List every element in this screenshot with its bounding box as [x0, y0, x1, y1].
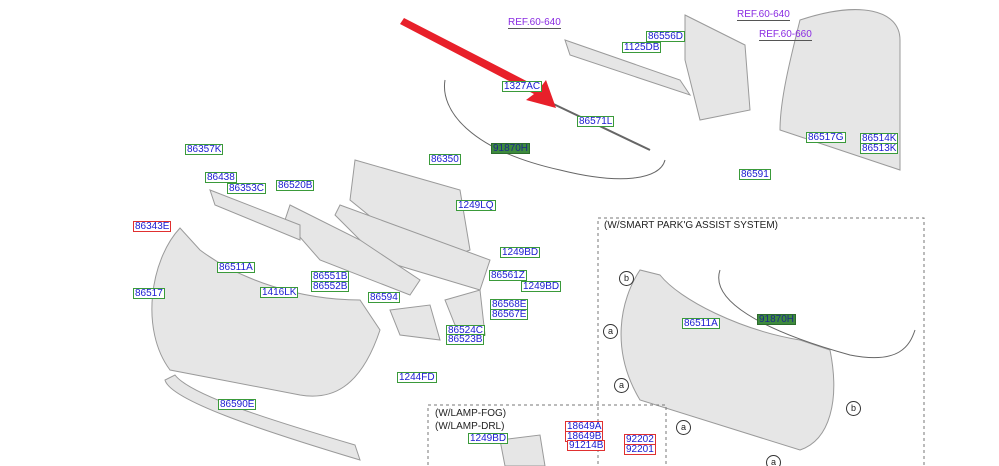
part-label-86561Z[interactable]: 86561Z — [489, 270, 527, 281]
part-label-86350[interactable]: 86350 — [429, 154, 461, 165]
part-label-86520B[interactable]: 86520B — [276, 180, 315, 191]
part-label-86357K[interactable]: 86357K — [185, 144, 224, 155]
part-label-86571L[interactable]: 86571L — [577, 116, 615, 127]
callout-a: a — [603, 324, 618, 339]
part-label-91870H-2[interactable]: 91870H — [757, 314, 797, 325]
part-label-1249LQ[interactable]: 1249LQ — [456, 200, 496, 211]
lamp-fog-note: (W/LAMP-FOG) — [435, 408, 507, 419]
part-label-86343E[interactable]: 86343E — [133, 221, 172, 232]
part-label-86594[interactable]: 86594 — [368, 292, 400, 303]
part-label-86438[interactable]: 86438 — [205, 172, 237, 183]
lower-grille — [334, 204, 491, 291]
part-label-1244FD[interactable]: 1244FD — [397, 372, 437, 383]
ref-60-640-link-2[interactable]: REF.60-640 — [737, 9, 790, 21]
part-label-86513K[interactable]: 86513K — [860, 143, 899, 154]
callout-b: b — [619, 271, 634, 286]
callout-a-2: a — [614, 378, 629, 393]
lamp-drl-note: (W/LAMP-DRL) — [435, 421, 505, 432]
carrier — [684, 14, 751, 121]
part-label-1327AC[interactable]: 1327AC — [502, 81, 543, 92]
part-label-86517[interactable]: 86517 — [133, 288, 165, 299]
part-label-92201[interactable]: 92201 — [624, 444, 656, 455]
bumper-right — [620, 269, 835, 451]
part-label-1249BD[interactable]: 1249BD — [500, 247, 541, 258]
callout-b-2: b — [846, 401, 861, 416]
part-label-91214B[interactable]: 91214B — [567, 440, 606, 451]
ref-60-660-link[interactable]: REF.60-660 — [759, 29, 812, 41]
part-label-86353C[interactable]: 86353C — [227, 183, 267, 194]
part-label-86556D[interactable]: 86556D — [646, 31, 686, 42]
smart-park-assist-note: (W/SMART PARK'G ASSIST SYSTEM) — [604, 220, 778, 231]
fog-lamp — [499, 434, 546, 466]
part-label-1416LK[interactable]: 1416LK — [260, 287, 299, 298]
part-label-86511A[interactable]: 86511A — [217, 262, 255, 273]
part-label-1249BD-3[interactable]: 1249BD — [468, 433, 509, 444]
part-label-1125DB[interactable]: 1125DB — [622, 42, 662, 53]
lower-lip — [164, 374, 361, 461]
fog-lamp-cover — [389, 304, 441, 341]
part-label-86567E[interactable]: 86567E — [490, 309, 529, 320]
callout-a-4: a — [766, 455, 781, 466]
callout-a-3: a — [676, 420, 691, 435]
part-label-86523B[interactable]: 86523B — [446, 334, 485, 345]
part-label-86511A-2[interactable]: 86511A — [682, 318, 720, 329]
part-label-1249BD-2[interactable]: 1249BD — [521, 281, 562, 292]
front-bumper-cover — [151, 227, 381, 397]
part-label-86517G[interactable]: 86517G — [806, 132, 846, 143]
grille-molding — [209, 189, 301, 241]
part-label-91870H[interactable]: 91870H — [491, 143, 531, 154]
part-label-86591[interactable]: 86591 — [739, 169, 771, 180]
beam — [564, 39, 692, 96]
fender — [779, 9, 901, 171]
red-arrow — [400, 18, 556, 108]
part-label-86590E[interactable]: 86590E — [218, 399, 257, 410]
ref-60-640-link[interactable]: REF.60-640 — [508, 17, 561, 29]
part-label-86552B[interactable]: 86552B — [311, 281, 350, 292]
